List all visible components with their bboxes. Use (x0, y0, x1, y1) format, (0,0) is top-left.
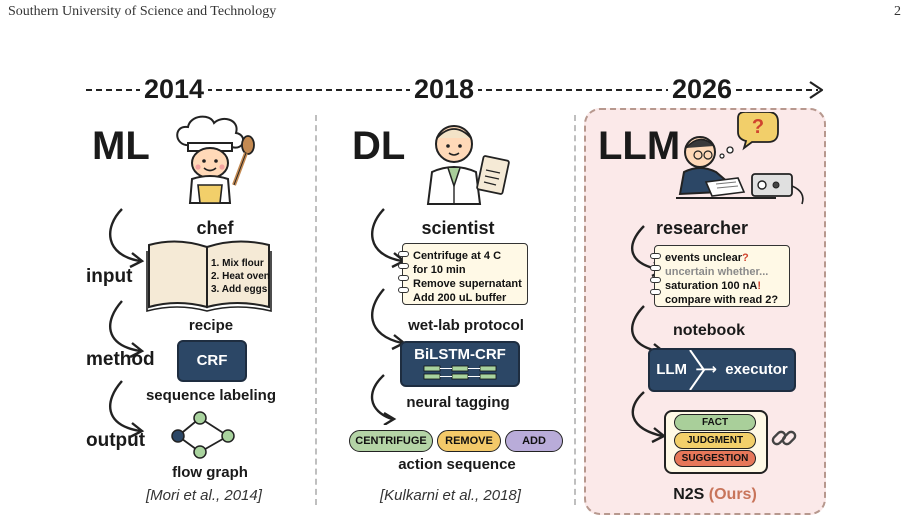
stage-method-label: method (86, 349, 155, 370)
notebook-note: events unclear? uncertain whether... sat… (650, 245, 790, 307)
chef-icon (176, 115, 255, 204)
note-ring (398, 275, 409, 281)
n2s-output-caption: N2S (Ours) (652, 486, 778, 504)
note-ring (650, 265, 661, 271)
note-ring (398, 263, 409, 269)
llm-executor-method-box: LLM ⟶ executor (648, 348, 796, 392)
notebook-line: uncertain whether... (665, 266, 769, 278)
protocol-note: Centrifuge at 4 C for 10 min Remove supe… (398, 243, 528, 305)
institution-header: Southern University of Science and Techn… (8, 4, 277, 19)
era-ml-title: ML (92, 124, 150, 168)
recipe-lines: 1. Mix flour 2. Heat oven 3. Add eggs (211, 257, 270, 296)
bilstm-crf-label: BiLSTM-CRF (414, 346, 506, 363)
recipe-line: 1. Mix flour (211, 258, 264, 269)
crf-method-box: CRF (177, 340, 247, 382)
scientist-icon (426, 125, 510, 205)
recipe-caption: recipe (188, 317, 234, 334)
action-remove-pill: REMOVE (437, 430, 501, 452)
notebook-line-text: saturation 100 nA (665, 280, 758, 292)
flow-arrows (108, 208, 145, 439)
era-dl-title: DL (352, 124, 406, 168)
citation-kulkarni: [Kulkarni et al., 2018] (380, 487, 521, 504)
llm-label: LLM (656, 361, 688, 378)
notebook-line: compare with read 2? (665, 294, 779, 306)
action-centrifuge-pill: CENTRIFUGE (349, 430, 433, 452)
protocol-line: for 10 min (413, 264, 466, 276)
role-scientist: scientist (421, 218, 495, 238)
note-ring (650, 253, 661, 259)
action-add-pill: ADD (505, 430, 563, 452)
year-2014: 2014 (140, 74, 209, 104)
page-number: 2 (894, 4, 901, 19)
link-icon (771, 430, 797, 446)
protocol-line: Add 200 uL buffer (413, 292, 507, 304)
year-2026: 2026 (668, 74, 737, 104)
thought-question-mark: ? (751, 116, 765, 138)
recipe-line: 3. Add eggs (211, 284, 268, 295)
bilstm-crf-method-box: BiLSTM-CRF (400, 341, 520, 387)
wet-lab-protocol-caption: wet-lab protocol (408, 317, 524, 334)
sequence-labeling-caption: sequence labeling (145, 387, 277, 404)
separator-line (574, 115, 576, 505)
recipe-book-icon (146, 240, 272, 313)
researcher-icon (676, 112, 804, 205)
flow-arrows (370, 208, 407, 425)
citation-mori: [Mori et al., 2014] (146, 487, 262, 504)
notebook-line: saturation 100 nA! (665, 279, 783, 293)
n2s-label: N2S (673, 486, 705, 503)
note-ring (398, 287, 409, 293)
protocol-line: Centrifuge at 4 C (413, 250, 502, 262)
flow-graph-caption: flow graph (172, 464, 248, 481)
flow-graph-icon (171, 411, 235, 459)
recipe-line: 2. Heat oven (211, 271, 270, 282)
year-2018: 2018 (410, 74, 479, 104)
protocol-line: Remove supernatant (413, 278, 522, 290)
executor-label: executor (725, 361, 788, 378)
tag-fact-pill: FACT (674, 414, 756, 431)
question-mark: ? (742, 252, 749, 264)
stage-input-label: input (86, 266, 133, 287)
lstm-cells-icon (423, 365, 497, 380)
stage-output-label: output (86, 430, 146, 451)
ours-label: (Ours) (708, 486, 757, 503)
tag-judgment-pill: JUDGMENT (674, 432, 756, 449)
role-researcher: researcher (655, 218, 749, 238)
separator-line (315, 115, 317, 505)
tag-suggestion-pill: SUGGESTION (674, 450, 756, 467)
era-llm-title: LLM (598, 124, 681, 168)
note-ring (398, 251, 409, 257)
notebook-caption: notebook (673, 322, 745, 339)
role-chef: chef (196, 218, 234, 238)
notebook-line: events unclear? (665, 251, 783, 265)
notebook-line-text: events unclear (665, 252, 743, 264)
neural-tagging-caption: neural tagging (406, 394, 510, 411)
action-sequence-caption: action sequence (398, 456, 516, 473)
note-ring (650, 277, 661, 283)
note-ring (650, 289, 661, 295)
chevron-divider-icon (689, 350, 706, 390)
exclamation-mark: ! (757, 280, 761, 292)
